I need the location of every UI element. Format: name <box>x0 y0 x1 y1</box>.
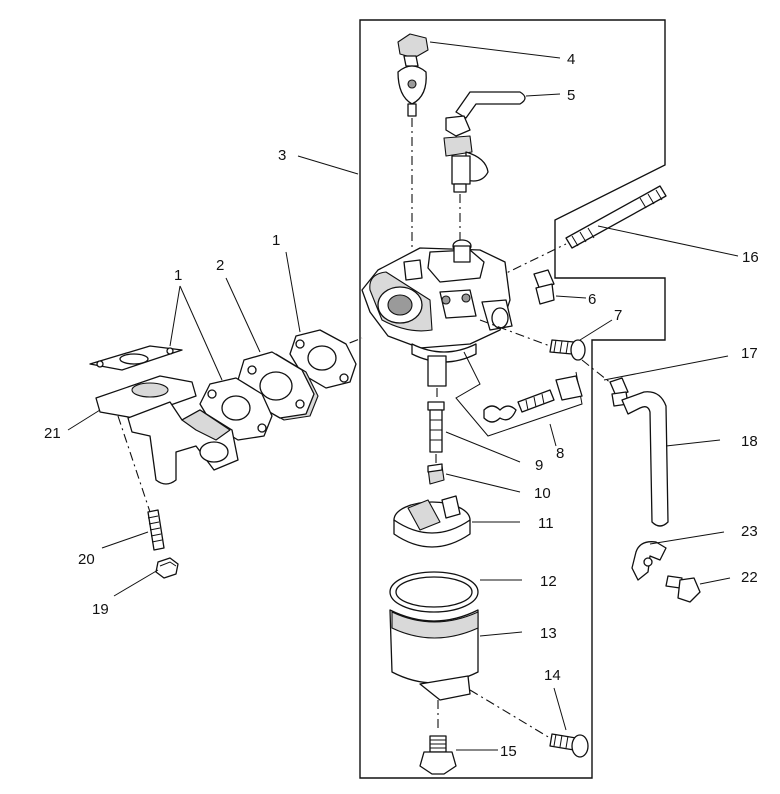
part-9-emulsion-tube <box>427 401 445 453</box>
part-7-screw <box>549 339 586 361</box>
part-19-nut <box>155 557 179 579</box>
part-1-gasket-top <box>89 345 183 371</box>
part-6-jet <box>533 269 555 305</box>
part-23-bracket <box>631 541 667 581</box>
part-20-stud <box>147 509 165 551</box>
axis-screw-14 <box>469 689 551 739</box>
part-21-intake-manifold <box>95 375 239 485</box>
callout-10: 10 <box>534 485 551 502</box>
assembly-outline <box>359 19 666 779</box>
callout-16: 16 <box>742 249 759 266</box>
callout-19: 19 <box>92 601 109 618</box>
callout-15: 15 <box>500 743 517 760</box>
part-3-carburetor-body <box>361 239 513 387</box>
part-8-spring-kit <box>455 351 583 437</box>
axis-stud <box>495 243 567 279</box>
part-5-throttle-lever <box>443 91 526 193</box>
callout-18: 18 <box>741 433 758 450</box>
axis-clamp-17 <box>581 359 613 385</box>
part-12-gasket <box>389 571 479 613</box>
part-14-screw <box>549 733 589 758</box>
callout-2: 2 <box>216 257 224 274</box>
callout-1-lower: 1 <box>174 267 182 284</box>
callout-22: 22 <box>741 569 758 586</box>
callout-21: 21 <box>44 425 61 442</box>
callout-6: 6 <box>588 291 596 308</box>
callout-14: 14 <box>544 667 561 684</box>
part-15-bolt <box>419 735 457 775</box>
callout-8: 8 <box>556 445 564 462</box>
callout-4: 4 <box>567 51 575 68</box>
part-4-choke-lever <box>397 33 429 117</box>
callout-5: 5 <box>567 87 575 104</box>
callout-9: 9 <box>535 457 543 474</box>
callout-11: 11 <box>538 515 554 532</box>
part-11-float <box>393 495 471 548</box>
callout-1-upper: 1 <box>272 232 280 249</box>
leader-lines <box>67 41 739 751</box>
part-10-main-jet <box>427 463 445 485</box>
callout-13: 13 <box>540 625 557 642</box>
callout-23: 23 <box>741 523 758 540</box>
callout-3: 3 <box>278 147 286 164</box>
callout-7: 7 <box>614 307 622 324</box>
axis-manifold-stud <box>117 415 151 513</box>
callout-17: 17 <box>741 345 758 362</box>
part-22-bolt <box>665 575 701 603</box>
part-18-hose <box>621 391 669 527</box>
part-13-float-bowl <box>389 609 479 701</box>
part-16-stud <box>565 185 667 249</box>
callout-12: 12 <box>540 573 557 590</box>
callout-20: 20 <box>78 551 95 568</box>
axis-screw-7 <box>479 319 551 347</box>
